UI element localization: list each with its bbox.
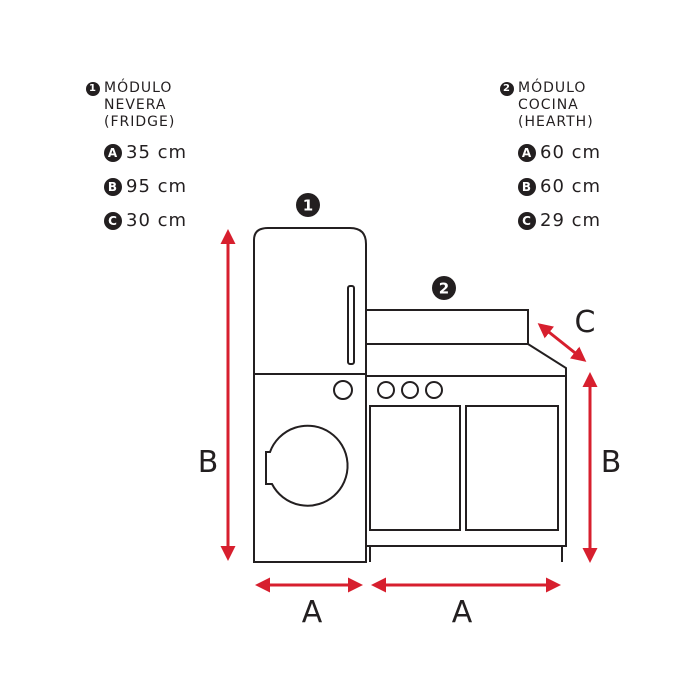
fridge-upper-door [253,227,367,374]
dimension-value: 35 cm [126,142,188,163]
dimension-value: 60 cm [540,142,602,163]
kitchen-depth-label: C [575,305,596,340]
kitchen-width-label: A [452,595,473,630]
burner-knob [401,381,419,399]
fridge-module [253,227,367,563]
kitchen-backsplash [365,309,529,345]
fridge-dimension-a: A 35 cm [104,143,187,163]
kitchen-right-door [465,405,559,531]
dimension-letter-badge: A [104,144,122,162]
kitchen-dimension-c: C 29 cm [518,211,601,231]
dimension-value: 29 cm [540,210,602,231]
fridge-width-label: A [302,595,323,630]
fridge-door-handle [347,285,355,365]
kitchen-dimension-b: B 60 cm [518,177,601,197]
kitchen-title-line1: MÓDULO [518,80,587,96]
fridge-dimension-b: B 95 cm [104,177,187,197]
fridge-marker-number: 1 [303,197,313,215]
kitchen-depth-arrow [537,323,587,362]
washer-drum-door [265,424,349,507]
kitchen-marker: 2 [432,276,456,300]
fridge-legend-title: 1 MÓDULO [86,80,187,97]
dimension-value: 95 cm [126,176,188,197]
kitchen-left-door [369,405,461,531]
fridge-title-line1: MÓDULO [104,80,173,96]
fridge-marker: 1 [296,193,320,217]
fridge-title-line3: (FRIDGE) [104,114,176,130]
burner-knob [425,381,443,399]
kitchen-legend-title: 2 MÓDULO [500,80,601,97]
burner-knob [377,381,395,399]
fridge-control-knob [333,380,353,400]
kitchen-title-line2: COCINA [518,97,579,113]
kitchen-title-line3: (HEARTH) [518,114,594,130]
kitchen-module-number-badge: 2 [500,81,514,96]
dimension-letter-badge: C [518,212,536,230]
fridge-height-label: B [198,445,219,480]
dimension-value: 30 cm [126,210,188,231]
kitchen-dimension-a: A 60 cm [518,143,601,163]
dimension-letter-badge: C [104,212,122,230]
kitchen-cabinet-frame [365,375,567,547]
fridge-dimension-c: C 30 cm [104,211,187,231]
fridge-title-line2: NEVERA [104,97,167,113]
fridge-lower-body [253,373,367,563]
dimension-letter-badge: B [518,178,536,196]
kitchen-module [365,309,567,562]
fridge-legend: 1 MÓDULO NEVERA (FRIDGE) A 35 cm B 95 cm… [86,80,187,231]
kitchen-legend: 2 MÓDULO COCINA (HEARTH) A 60 cm B 60 cm… [500,80,601,231]
fridge-module-number-badge: 1 [86,81,100,96]
kitchen-marker-number: 2 [439,280,449,298]
kitchen-dimension-list: A 60 cm B 60 cm C 29 cm [500,143,601,231]
dimension-letter-badge: B [104,178,122,196]
kitchen-height-label: B [601,445,622,480]
fridge-dimension-list: A 35 cm B 95 cm C 30 cm [86,143,187,231]
dimension-value: 60 cm [540,176,602,197]
dimension-letter-badge: A [518,144,536,162]
kitchen-countertop [366,343,567,377]
